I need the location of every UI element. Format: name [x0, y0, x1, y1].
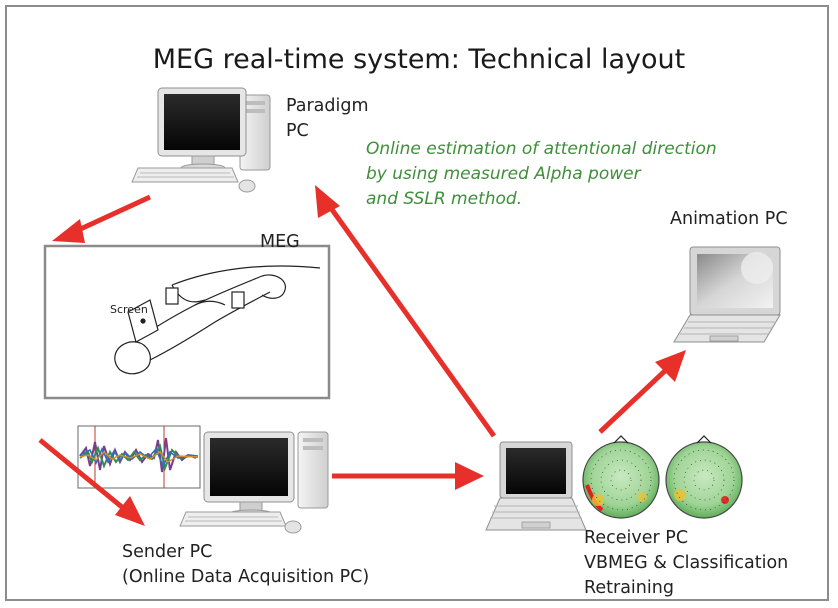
receiver-pc-laptop-icon — [485, 441, 587, 531]
annotation-line-3: and SSLR method. — [366, 189, 523, 209]
brain-topography-map — [665, 435, 743, 519]
meg-scanner-illustration — [114, 265, 321, 375]
sender-pc-desktop-icon — [179, 431, 329, 534]
sender-pc-label: Sender PC (Online Data Acquisition PC) — [122, 540, 369, 590]
arrow-paradigm-to-meg — [52, 194, 152, 243]
sender-pc-label-line-1: Sender PC — [122, 542, 213, 562]
screen-label: Screen — [110, 303, 148, 316]
paradigm-pc-label-line-2: PC — [286, 121, 309, 141]
annotation-line-1: Online estimation of attentional directi… — [366, 139, 717, 159]
diagram-title: MEG real-time system: Technical layout — [152, 44, 686, 75]
arrow-meg-to-sender — [38, 438, 145, 526]
brain-topography-map — [582, 435, 660, 519]
receiver-pc-label-line-3: Retraining — [584, 578, 674, 598]
annotation-text: Online estimation of attentional directi… — [366, 137, 717, 212]
arrow-sender-to-receiver — [332, 462, 484, 490]
annotation-line-2: by using measured Alpha power — [366, 164, 641, 184]
flow-arrows — [38, 185, 686, 526]
paradigm-pc-label-line-1: Paradigm — [286, 96, 369, 116]
meg-waveform-plot — [77, 425, 201, 489]
receiver-pc-label: Receiver PC VBMEG & Classification Retra… — [584, 526, 788, 601]
sender-pc-label-line-2: (Online Data Acquisition PC) — [122, 567, 370, 587]
paradigm-pc-label: Paradigm PC — [286, 94, 369, 144]
meg-box — [43, 244, 331, 400]
receiver-pc-label-line-2: VBMEG & Classification — [584, 553, 789, 573]
arrow-receiver-to-paradigm — [315, 185, 497, 438]
animation-pc-laptop-icon — [673, 246, 781, 343]
receiver-pc-label-line-1: Receiver PC — [584, 528, 689, 548]
paradigm-pc-desktop-icon — [131, 87, 271, 193]
arrow-receiver-to-animation — [598, 350, 686, 434]
animation-pc-label: Animation PC — [670, 209, 788, 229]
meg-label: MEG — [260, 232, 300, 252]
